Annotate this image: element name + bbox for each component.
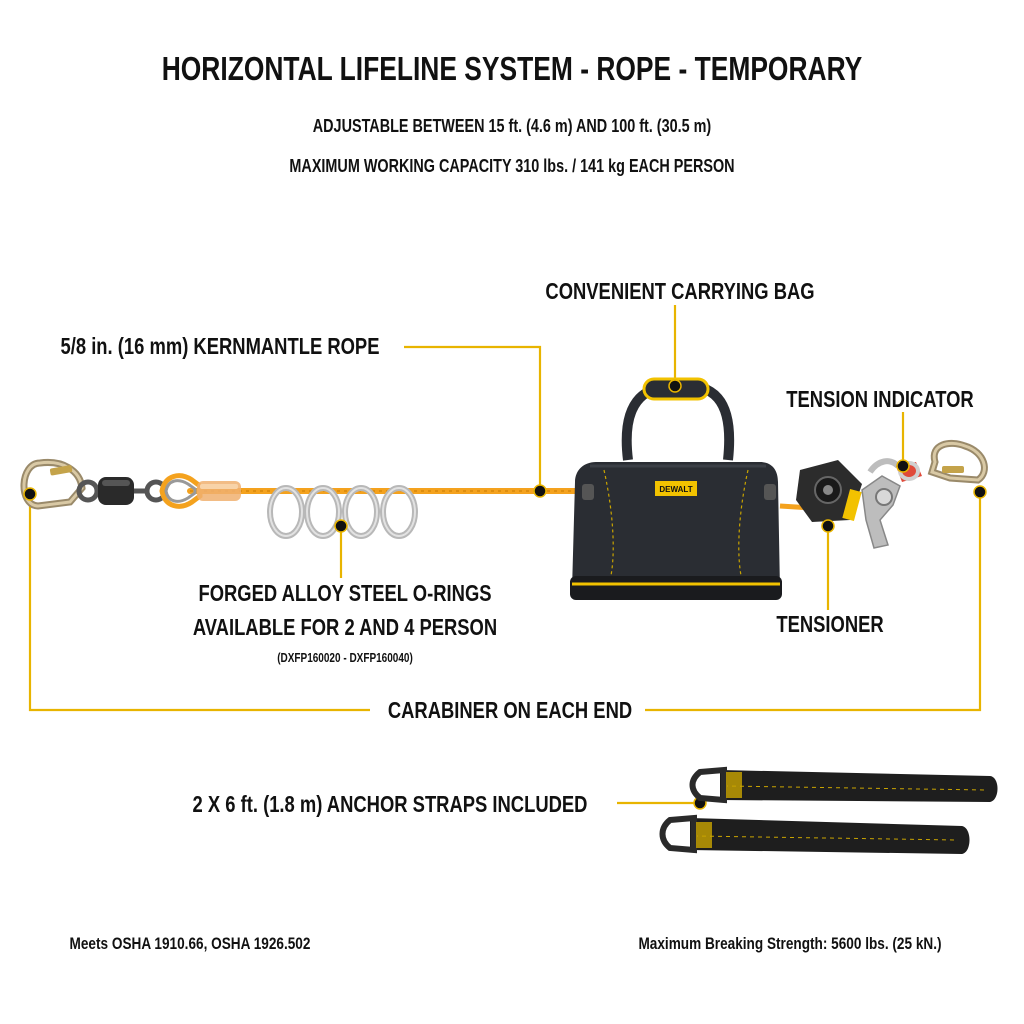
carabiner-left-leader — [28, 494, 370, 712]
o-rings-label-line1: FORGED ALLOY STEEL O-RINGS — [198, 580, 492, 606]
tensioner-icon — [796, 458, 901, 549]
carabiner-left-icon — [20, 458, 86, 510]
page-title: HORIZONTAL LIFELINE SYSTEM - ROPE - TEMP… — [161, 50, 863, 87]
bag-logo: DEWALT — [659, 485, 692, 494]
tensioner-label: TENSIONER — [776, 611, 884, 637]
swivel-icon — [76, 477, 168, 505]
rope-leader — [404, 345, 542, 490]
adjustable-range-subtitle: ADJUSTABLE BETWEEN 15 ft. (4.6 m) AND 10… — [312, 116, 712, 136]
working-capacity-subtitle: MAXIMUM WORKING CAPACITY 310 lbs. / 141 … — [289, 156, 735, 176]
carabiner-right-icon — [927, 439, 988, 484]
carabiner-label: CARABINER ON EACH END — [387, 697, 633, 723]
carabiner-right-leader — [645, 492, 982, 712]
leader-lines — [28, 305, 982, 805]
carrying-bag-label: CONVENIENT CARRYING BAG — [545, 278, 815, 304]
anchor-strap-top-icon — [689, 766, 998, 804]
carrying-bag-icon — [570, 377, 782, 600]
tension-indicator-label: TENSION INDICATOR — [786, 386, 974, 412]
breaking-strength-note: Maximum Breaking Strength: 5600 lbs. (25… — [638, 934, 942, 953]
o-rings-label-line2: AVAILABLE FOR 2 AND 4 PERSON — [192, 614, 498, 640]
osha-compliance-note: Meets OSHA 1910.66, OSHA 1926.502 — [69, 934, 311, 953]
callout-dots — [23, 379, 987, 810]
rope-thimble-icon — [159, 473, 241, 509]
anchor-straps-label: 2 X 6 ft. (1.8 m) ANCHOR STRAPS INCLUDED — [192, 791, 588, 817]
o-rings-model-numbers: (DXFP160020 - DXFP160040) — [277, 651, 413, 665]
kernmantle-rope-label: 5/8 in. (16 mm) KERNMANTLE ROPE — [60, 333, 380, 359]
anchor-strap-bottom-icon — [659, 814, 970, 854]
